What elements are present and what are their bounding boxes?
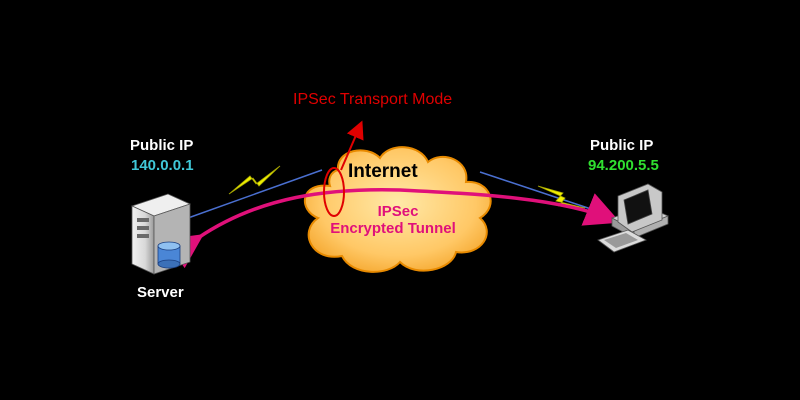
server-ip-address: 140.0.0.1: [131, 157, 194, 174]
right-link-line: [479, 171, 613, 217]
left-lightning-icon: [228, 165, 281, 195]
server-icon: [130, 193, 192, 275]
keyboard-icon: [597, 229, 647, 253]
server-label: Server: [137, 284, 184, 301]
transport-mode-pointer: [340, 120, 364, 171]
workstation-public-ip-label: Public IP: [590, 137, 654, 154]
transport-mode-label: IPSec Transport Mode: [293, 91, 453, 108]
database-icon: [157, 241, 181, 269]
workstation-icon: [597, 183, 670, 253]
server-public-ip-label: Public IP: [130, 137, 194, 154]
workstation-ip-address: 94.200.5.5: [588, 157, 659, 174]
tunnel-label-line2: Encrypted Tunnel: [330, 220, 456, 237]
internet-label: Internet: [348, 161, 418, 182]
transport-mode-highlight: [323, 167, 345, 217]
tunnel-label-line1: IPSec: [377, 203, 419, 220]
ipsec-tunnel-arrow: [165, 187, 621, 269]
